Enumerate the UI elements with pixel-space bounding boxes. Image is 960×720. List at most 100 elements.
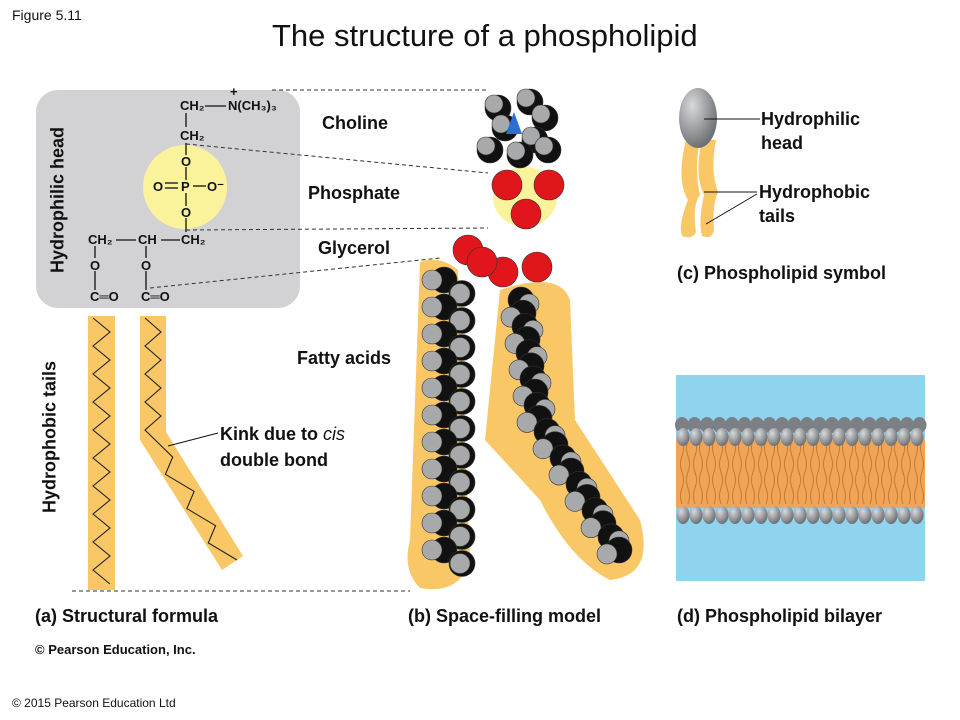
atom-phosphorus: P [181, 179, 190, 194]
atom-ester-o1: O [90, 258, 100, 273]
atom-nitrogen: N(CH₃)₃ [228, 98, 277, 113]
hydrogen-atom [532, 438, 554, 460]
lipid-head-bottom [689, 506, 703, 524]
lipid-head-back [812, 417, 827, 433]
hydrogen-atom [421, 512, 443, 534]
phosphate-circle [143, 145, 227, 229]
lipid-tail [797, 439, 801, 505]
lipid-head-top [793, 428, 807, 446]
lipid-head-bottom [858, 506, 872, 524]
oxygen-atom [491, 169, 523, 201]
bonds [94, 105, 226, 290]
lipid-tail [719, 439, 723, 505]
hydrophobic-tails-label: Hydrophobic tails [39, 360, 60, 514]
lipid-tail [732, 439, 736, 505]
lipid-tail [914, 439, 918, 505]
oxygen-atom [466, 246, 498, 278]
lipid-head-bottom [819, 506, 833, 524]
hydrogen-atom [534, 136, 554, 156]
atom-glycerol-ch2-left: CH₂ [88, 232, 113, 247]
kink-pointer-line [167, 432, 219, 447]
hydrogen-atom [516, 412, 538, 433]
lipid-tail [777, 439, 781, 505]
hydrogen-atom [521, 126, 541, 146]
kink-label-cis: cis [323, 424, 345, 444]
lipid-head-top [832, 428, 846, 446]
lipid-head-top [910, 428, 924, 446]
hydrogen-atom [449, 364, 471, 385]
lipid-head-bottom [702, 506, 716, 524]
caption-b: (b) Space-filling model [408, 606, 602, 626]
lipid-head-bottom [910, 506, 924, 524]
atom-o-double: O [153, 179, 163, 194]
hydrogen-atom [421, 404, 443, 426]
caption-d: (d) Phospholipid bilayer [677, 606, 883, 626]
lipid-tail [881, 439, 885, 505]
lipid-tail [836, 439, 840, 505]
hydrogen-atom [449, 418, 471, 439]
lipid-tail [738, 439, 742, 505]
atom-ester-o2: O [141, 258, 151, 273]
lipid-tail [894, 439, 898, 505]
hydrogen-atom [580, 517, 602, 538]
credit-outer: © 2015 Pearson Education Ltd [12, 696, 176, 710]
oxygen-atom [533, 169, 565, 201]
lipid-tail [680, 439, 684, 505]
hydrogen-atom [484, 94, 504, 114]
lipid-head-bottom [897, 506, 911, 524]
lipid-head-top [754, 428, 768, 446]
hydrogen-atom [596, 543, 618, 565]
figure-label: Figure 5.11 [12, 7, 82, 23]
lipid-tail [901, 439, 905, 505]
lipid-head-top [897, 428, 911, 446]
lipid-head-top [715, 428, 729, 446]
lipid-tail [907, 439, 911, 505]
atom-o-upper: O [181, 154, 191, 169]
hydrogen-atom [449, 553, 471, 574]
symbol-head-label: head [761, 133, 804, 153]
atom-choline-ch2-top: CH₂ [180, 98, 205, 113]
lipid-tail [842, 439, 846, 505]
oxygen-atom [521, 251, 553, 283]
hydrogen-atom [449, 391, 471, 412]
symbol-pointer-lines [704, 118, 760, 225]
lipid-head-top [819, 428, 833, 446]
lipid-tail [855, 439, 859, 505]
oxygen-atom [510, 198, 542, 230]
hydrogen-atom [449, 310, 471, 331]
space-filling-atoms [421, 88, 633, 577]
hydrogen-atom [421, 350, 443, 372]
lipid-head-bottom [728, 506, 742, 524]
lipid-tail [693, 439, 697, 505]
lipid-tail [686, 439, 690, 505]
symbol-tail-right [698, 140, 718, 238]
hydrogen-atom [421, 485, 443, 507]
hydrogen-atom [421, 539, 443, 561]
atom-glycerol-ch: CH [138, 232, 157, 247]
lipid-head-top [767, 428, 781, 446]
lipid-tail [784, 439, 788, 505]
symbol-tails-label: tails [759, 206, 796, 226]
dashed-connectors [72, 89, 489, 592]
label-phosphate: Phosphate [308, 183, 401, 203]
lipid-tail [823, 439, 827, 505]
symbol-hydrophobic-label: Hydrophobic [759, 182, 870, 202]
atom-carbonyl2: C═O [141, 289, 170, 304]
caption-c: (c) Phospholipid symbol [677, 263, 887, 283]
lipid-tail [888, 439, 892, 505]
hydrogen-atom [506, 141, 526, 161]
label-fatty-acids: Fatty acids [297, 348, 392, 368]
lipid-head-top [884, 428, 898, 446]
caption-a: (a) Structural formula [35, 606, 219, 626]
lipid-tail [706, 439, 710, 505]
lipid-head-bottom [832, 506, 846, 524]
hydrogen-atom [449, 445, 471, 466]
lipid-head-bottom [754, 506, 768, 524]
lipid-head-top [676, 428, 690, 446]
lipid-tail [790, 439, 794, 505]
bilayer-lipids [675, 417, 927, 524]
atom-plus-charge: + [230, 84, 238, 99]
